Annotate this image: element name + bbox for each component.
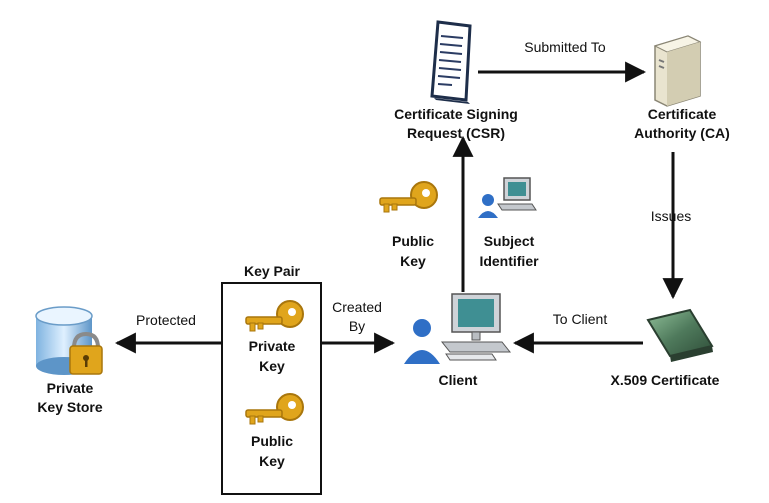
key-icon: [379, 181, 438, 213]
ca-label-line1: Certificate: [648, 106, 717, 122]
edge-label-issues: Issues: [651, 208, 691, 224]
certificate-label: X.509 Certificate: [611, 372, 720, 388]
edge-label-submitted-to: Submitted To: [524, 39, 606, 55]
database-lock-icon: [35, 306, 103, 375]
document-icon: [430, 20, 472, 104]
subject-label-line1: Subject: [484, 233, 535, 249]
store-label-line2: Key Store: [37, 399, 103, 415]
ca-label-line2: Authority (CA): [634, 125, 730, 141]
computer-user-icon: [478, 177, 537, 218]
public-key-label-line1: Public: [392, 233, 434, 249]
key-icon: [245, 300, 304, 332]
key-pair-title: Key Pair: [244, 263, 301, 279]
public-key-pair-label-line2: Key: [259, 453, 285, 469]
csr-label-line1: Certificate Signing: [394, 106, 518, 122]
key-pair-box: [221, 282, 322, 495]
edge-label-created-by-line2: By: [349, 318, 365, 334]
private-key-label-line2: Key: [259, 358, 285, 374]
subject-label-line2: Identifier: [479, 253, 539, 269]
edge-label-to-client: To Client: [553, 311, 608, 327]
edge-label-created-by-line1: Created: [332, 299, 382, 315]
public-key-label-line2: Key: [400, 253, 426, 269]
computer-user-icon: [404, 293, 512, 364]
certificate-icon: [646, 308, 714, 362]
key-icon: [245, 393, 304, 425]
csr-label-line2: Request (CSR): [407, 125, 505, 141]
server-icon: [653, 35, 702, 107]
store-label-line1: Private: [47, 380, 94, 396]
private-key-label-line1: Private: [249, 338, 296, 354]
edge-label-protected: Protected: [136, 312, 196, 328]
public-key-pair-label-line1: Public: [251, 433, 293, 449]
client-label: Client: [439, 372, 478, 388]
